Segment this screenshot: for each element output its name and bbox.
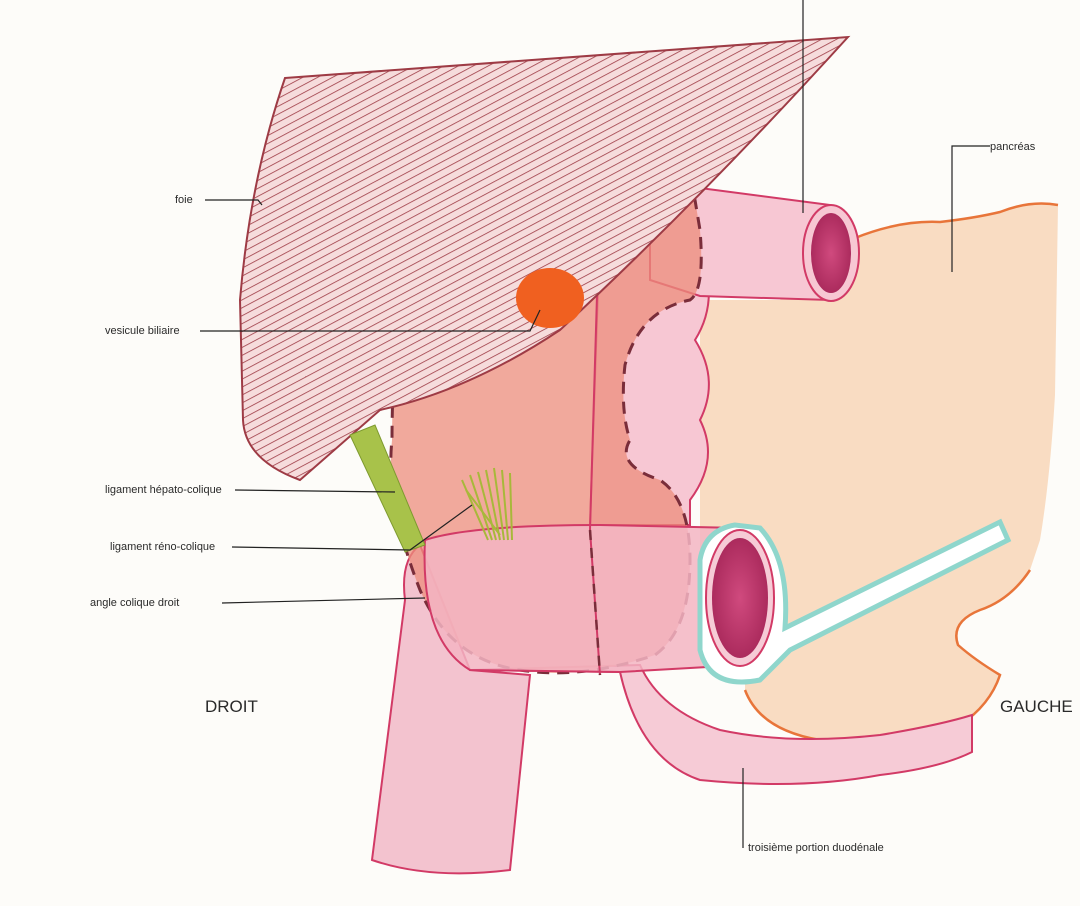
label-angle: angle colique droit — [90, 597, 179, 609]
label-troisieme: troisième portion duodénale — [748, 842, 884, 854]
leader-angle — [222, 598, 425, 603]
label-pancreas: pancréas — [990, 141, 1036, 153]
label-foie: foie — [175, 194, 193, 206]
gallbladder — [516, 268, 584, 328]
label-lig-reno: ligament réno-colique — [110, 541, 215, 553]
transverse-colon — [425, 525, 742, 672]
label-droit: DROIT — [205, 697, 258, 716]
label-gauche: GAUCHE — [1000, 697, 1073, 716]
leader-lig-hepato — [235, 490, 395, 492]
label-lig-hepato: ligament hépato-colique — [105, 484, 222, 496]
duodenum-upper-lumen-inner — [811, 213, 851, 293]
colon-lumen-inner — [712, 538, 768, 658]
label-vesicule: vesicule biliaire — [105, 325, 180, 337]
